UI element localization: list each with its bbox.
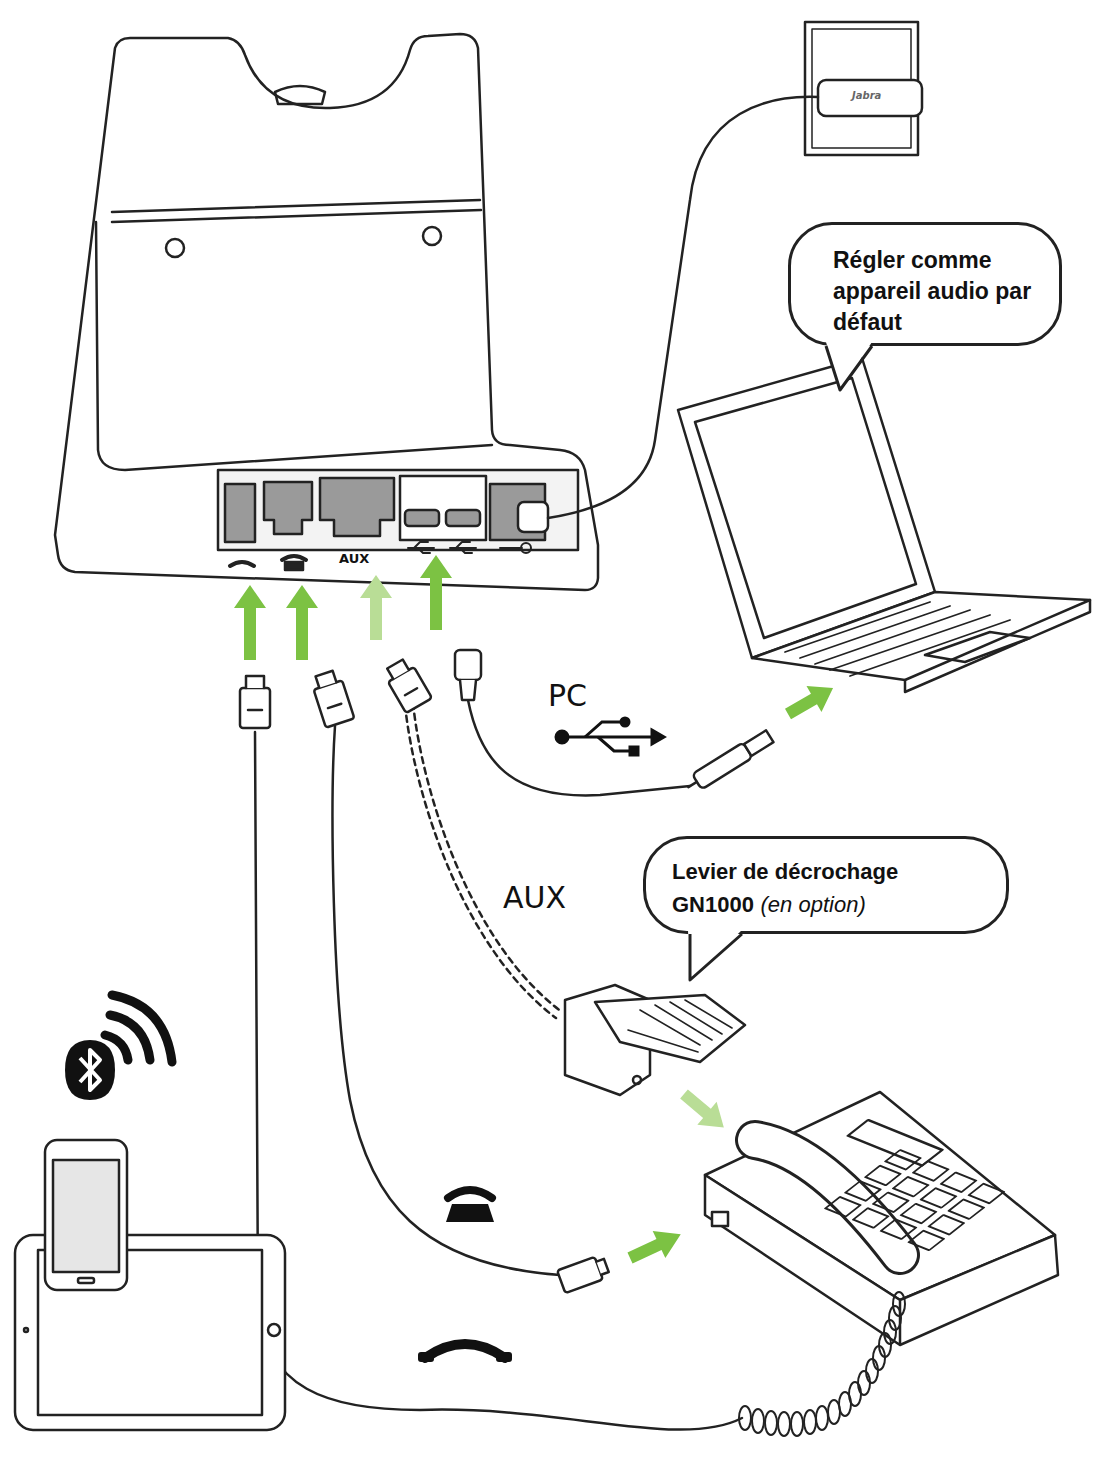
callout-bubble: Régler comme appareil audio par défaut: [788, 222, 1062, 346]
base-station: [55, 34, 598, 590]
power-icon: [500, 547, 522, 549]
gn1000-lever: [595, 995, 745, 1062]
usb-connector: [684, 729, 775, 795]
bluetooth-icon: [65, 995, 172, 1100]
handset-icon: [230, 562, 254, 566]
gn1000-screw: [633, 1076, 641, 1084]
power-adapter: [818, 80, 922, 116]
rj-plug: [557, 1254, 610, 1293]
tablet-camera: [24, 1328, 28, 1332]
callout-text-wrap: Régler comme appareil audio par défaut: [833, 245, 1048, 338]
cable-label: AUX: [503, 880, 566, 915]
base-cradle: [275, 86, 325, 104]
bubble-tail: [688, 930, 742, 980]
base-screw: [423, 227, 441, 245]
desk-phone-jack: [712, 1212, 728, 1226]
usb-port: [405, 510, 439, 526]
callout-bubble: Levier de décrochage GN1000(en option): [643, 836, 1009, 934]
handset-cable: [255, 732, 742, 1430]
handset-symbol: [418, 1344, 512, 1362]
usb-cable: [468, 700, 690, 795]
desk-phone-handset: [755, 1140, 900, 1255]
laptop-edge: [905, 600, 1090, 692]
handset-port: [225, 484, 255, 542]
callout-text: (en option): [761, 892, 866, 917]
smartphone: [45, 1140, 127, 1290]
laptop-deck: [752, 592, 1090, 680]
callout-text-wrap: Levier de décrochage GN1000(en option): [672, 855, 990, 921]
aux-cable: [405, 703, 562, 1018]
tablet-button: [268, 1324, 280, 1336]
phone-icon: [282, 556, 306, 560]
rj-plug: [240, 676, 270, 728]
desk-phone-display: [848, 1120, 942, 1166]
power-icon: [521, 543, 531, 553]
desk-phone-keypad: [825, 1150, 1003, 1250]
bubble-tail: [826, 342, 872, 390]
laptop-touchpad: [925, 632, 1030, 662]
laptop-display: [695, 378, 916, 638]
usb-port: [446, 510, 480, 526]
cable-label: PC: [548, 678, 587, 713]
smartphone-port: [78, 1278, 94, 1283]
phone-port: [264, 482, 312, 534]
rj-plug: [382, 657, 432, 714]
rj-plug: [310, 669, 355, 728]
port-label: AUX: [339, 551, 369, 566]
gn1000-lever-lines: [628, 1000, 732, 1052]
brand-text: Jabra: [852, 90, 881, 101]
phone-icon: [285, 562, 303, 570]
usb-symbol: [556, 718, 664, 755]
usb-plug: [455, 650, 481, 700]
port-panel: [218, 470, 578, 550]
usb-bay: [400, 476, 486, 540]
power-plug: [518, 502, 548, 532]
laptop-keys: [785, 602, 1010, 676]
phone-cable: [333, 726, 560, 1275]
aux-port: [320, 478, 394, 536]
desk-phone-handset: [755, 1140, 900, 1255]
callout-text: Régler comme appareil audio par défaut: [833, 245, 1048, 338]
coil-cord: [739, 1292, 905, 1436]
usb-icon: [408, 542, 476, 553]
base-screw: [166, 239, 184, 257]
base-band: [112, 200, 481, 222]
phone-symbol: [446, 1190, 494, 1222]
base-inner: [96, 222, 492, 470]
smartphone-screen: [53, 1160, 119, 1272]
